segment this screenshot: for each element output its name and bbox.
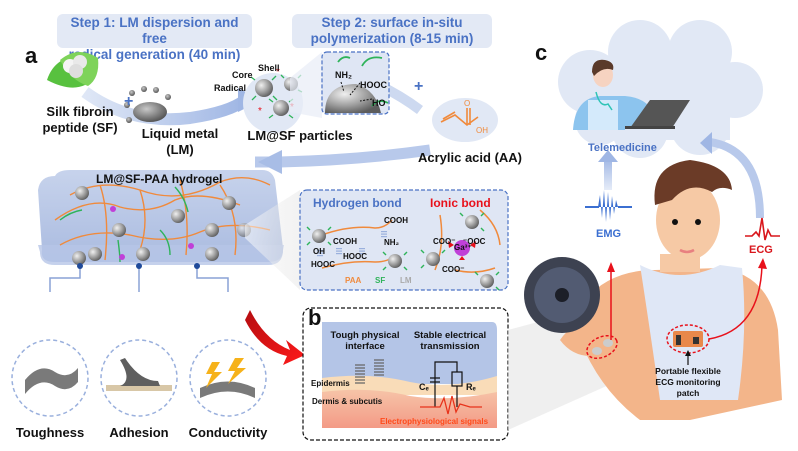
aa-oh-label: OH (476, 126, 488, 135)
re-label: Rₑ (466, 382, 476, 392)
sf-label-line1: Silk fibroin (46, 104, 114, 119)
panel-label-a: a (25, 43, 38, 68)
adhesion-circle (100, 339, 178, 417)
legend-sf: SF (375, 276, 386, 285)
liquid-metal-icon (124, 86, 171, 123)
tough-interface-line1: Tough physical (330, 330, 400, 341)
property-adhesion: Adhesion (109, 425, 169, 440)
ga-ion-label: Ga³⁺ (454, 243, 472, 252)
step1-banner: Step 1: LM dispersion and free radical g… (57, 14, 252, 62)
patch-label: Portable flexible ECG monitoring patch (640, 366, 736, 399)
telemedicine-label: Telemedicine (588, 142, 657, 154)
i-group-ooc: ⁻OOC (463, 237, 486, 246)
sf-label: Silk fibroin peptide (SF) (30, 104, 130, 136)
radical-label: Radical (214, 83, 247, 93)
hydrogel-title: LM@SF-PAA hydrogel (96, 172, 223, 186)
h-group-oh: OH (313, 247, 325, 256)
lm-label: Liquid metal (LM) (130, 126, 230, 158)
ionic-bond-title: Ionic bond (430, 196, 491, 210)
svg-text:*: * (258, 106, 262, 117)
h-group-hooc-1: HOOC (311, 260, 335, 269)
sf-label-line2: peptide (SF) (42, 120, 118, 135)
stable-transmission-line2: transmission (420, 341, 480, 352)
i-group-coo-2: COO⁻ (442, 265, 465, 274)
signals-label: Electrophysiological signals (380, 417, 489, 426)
svg-text:*: * (276, 67, 280, 78)
emg-label: EMG (596, 228, 622, 240)
silk-fibroin-icon (47, 51, 99, 88)
tough-interface-line2: interface (345, 341, 385, 352)
panel-label-b: b (308, 305, 322, 330)
toughness-circle (11, 339, 89, 417)
signal-waveform (420, 395, 482, 415)
ho-label: HO (372, 98, 386, 108)
flow-arrow-step1 (81, 87, 249, 126)
shell-label: Shell (258, 63, 280, 73)
aa-o-label: O (464, 99, 471, 108)
hydrogen-bond-title: Hydrogen bond (313, 196, 402, 210)
panel-label-c: c (535, 40, 548, 65)
acrylic-acid-structure (440, 108, 479, 127)
stable-transmission-label: Stable electrical transmission (404, 330, 496, 352)
paa-chains (54, 177, 271, 261)
doctor-illustration (573, 59, 690, 130)
step2-line2: polymerization (8-15 min) (310, 31, 474, 46)
step2-line1: Step 2: surface in-situ (321, 15, 463, 30)
h-group-hooc-2: HOOC (343, 252, 367, 261)
particles-label: LM@SF particles (247, 128, 353, 143)
patch-label-line1: Portable flexible (655, 366, 721, 376)
conductivity-circle (189, 339, 267, 417)
h-group-nh2: NH₂ (384, 238, 400, 247)
bond-box (299, 189, 509, 291)
legend-lm: LM (400, 276, 412, 285)
equivalent-circuit (430, 361, 463, 407)
step1-line1: Step 1: LM dispersion and free (70, 15, 239, 46)
lm-label-line2: (LM) (166, 142, 194, 157)
core-label: Core (232, 70, 253, 80)
i-group-coo-1: COO⁻ (433, 237, 456, 246)
h-group-cooh-2: COOH (333, 237, 357, 246)
step2-banner: Step 2: surface in-situ polymerization (… (292, 14, 492, 48)
ce-label: Cₑ (419, 382, 429, 392)
legend-paa: PAA (345, 276, 362, 285)
hydrogel-particles (72, 186, 251, 265)
step1-line2: radical generation (40 min) (68, 47, 241, 62)
epidermis-label: Epidermis (311, 379, 350, 388)
ecg-waveform (745, 217, 780, 241)
plus-sign-2: + (414, 78, 424, 95)
stable-transmission-line1: Stable electrical (413, 330, 487, 341)
patch-label-line2: ECG monitoring (655, 377, 721, 387)
property-conductivity: Conductivity (188, 425, 268, 440)
telemedicine-cloud (558, 20, 763, 158)
ga-ions (110, 206, 194, 260)
hooc-label: HOOC (360, 80, 387, 90)
adhesion-icon (106, 358, 172, 391)
conductivity-icon (200, 358, 255, 398)
toughness-icon (25, 368, 78, 394)
nh2-label: NH₂ (335, 70, 352, 80)
h-group-cooh-1: COOH (384, 216, 408, 225)
dumbbell-icon (524, 257, 600, 333)
acrylic-acid-label: Acrylic acid (AA) (417, 150, 523, 165)
emg-waveform (585, 190, 632, 222)
patch-label-line3: patch (676, 388, 700, 398)
plus-sign-1: + (124, 93, 134, 110)
property-toughness: Toughness (15, 425, 85, 440)
tough-interface-label: Tough physical interface (325, 330, 405, 352)
red-arrow-to-b (245, 310, 305, 365)
acrylic-acid-bubble (432, 98, 498, 142)
dermis-label: Dermis & subcutis (312, 397, 383, 406)
lm-label-line1: Liquid metal (141, 126, 219, 141)
ecg-label: ECG (749, 244, 773, 256)
